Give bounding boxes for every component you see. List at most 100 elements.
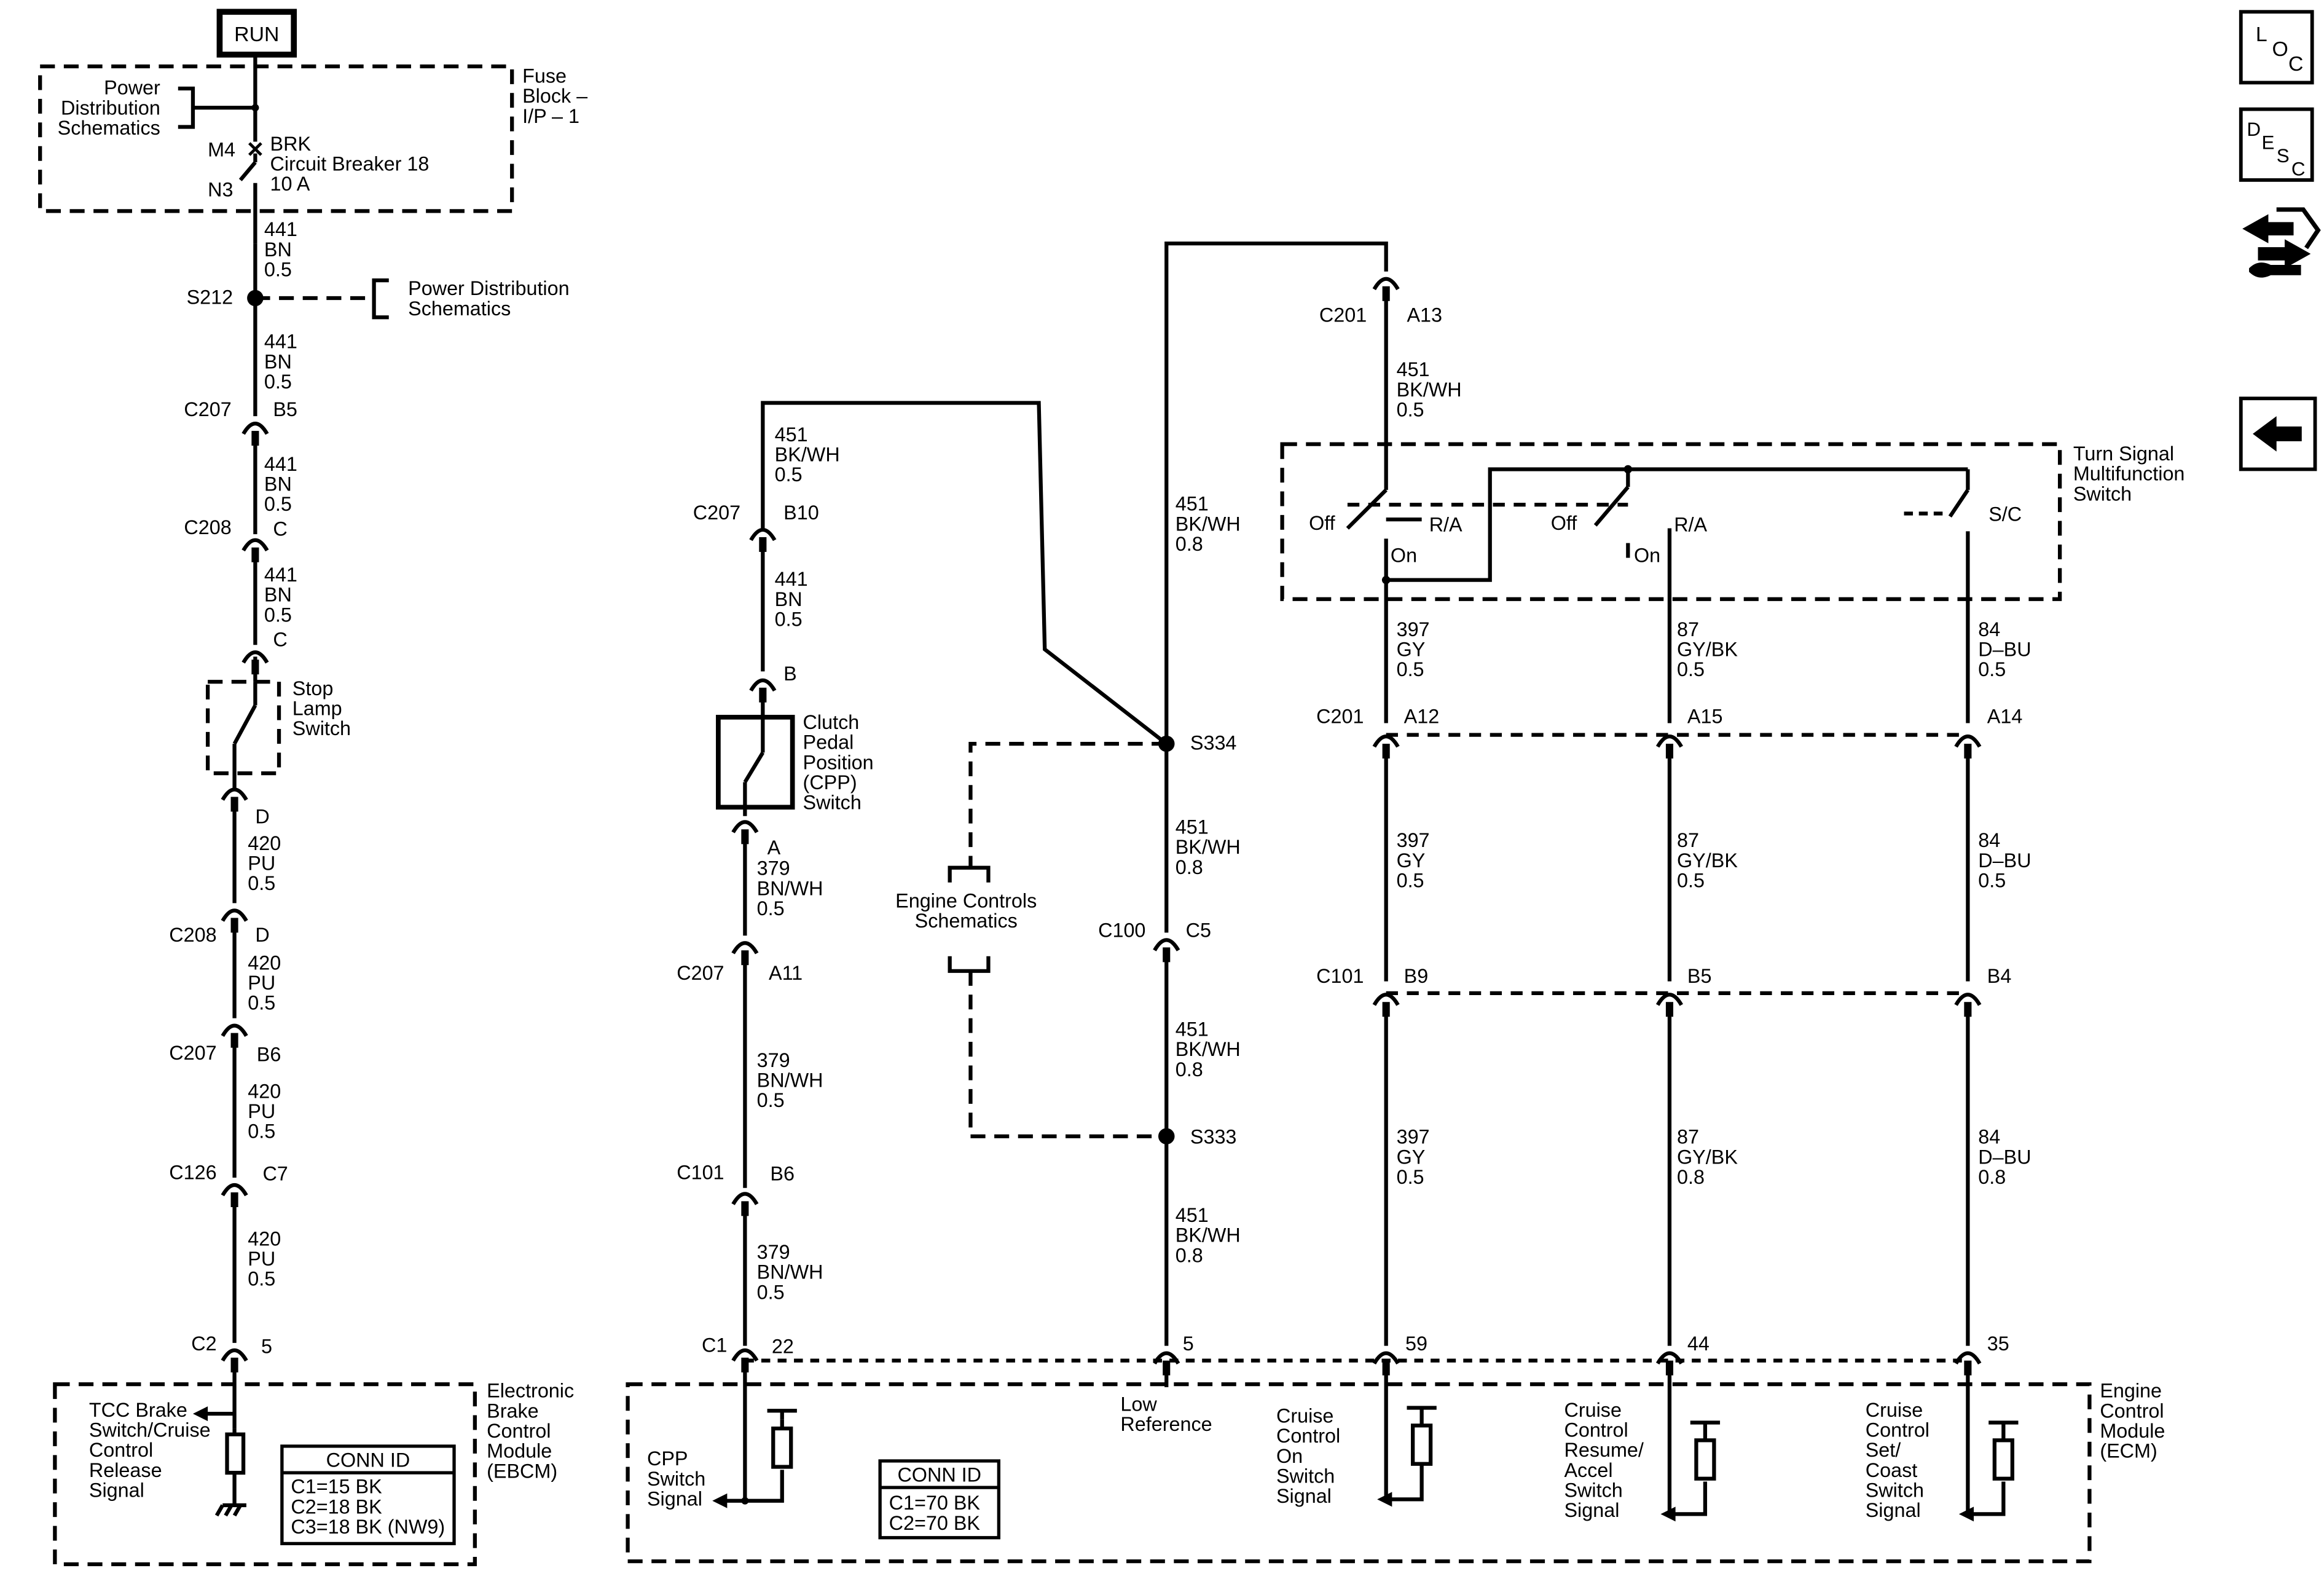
connector-label-c126: C126 <box>169 1161 216 1183</box>
connector-label-b5_2: B5 <box>1687 965 1712 987</box>
wire-label-w420d-line: 420 <box>248 1227 281 1250</box>
wire-label-w87c-line: 87 <box>1677 1126 1699 1148</box>
wire-label-w397b-line: 397 <box>1397 829 1430 851</box>
connector-label-d_1: D <box>255 806 269 828</box>
connector-label-c_2: C <box>273 629 287 651</box>
cruise-resume-signal-label-line: Resume/ <box>1564 1439 1643 1461</box>
cpp-switch-label-line: Pedal <box>803 731 854 754</box>
power-distribution-label-line: Distribution <box>61 96 160 119</box>
connector-label-b6_1: B6 <box>257 1043 281 1065</box>
wire-label-w441b-line: BN <box>264 350 292 372</box>
wire-label-w451m2-line: BK/WH <box>1176 836 1241 858</box>
ecm-conn-id-title: CONN ID <box>897 1464 981 1486</box>
turn-signal-switch-outline <box>1280 442 2062 601</box>
connector-label-a12: A12 <box>1404 706 1440 728</box>
wire-label-w451m2-line: 451 <box>1176 816 1209 838</box>
connector-label-c1: C1 <box>702 1334 727 1356</box>
connector-label-b10: B10 <box>783 502 819 524</box>
cpp-switch-label-line: Position <box>803 751 874 773</box>
connector-label-pin_b: B <box>783 663 797 685</box>
cruise-resume-signal-label-line: Cruise <box>1564 1399 1621 1421</box>
desc-button[interactable]: D E S C <box>2239 107 2314 182</box>
cruise-set-signal-label-line: Switch <box>1866 1479 1924 1502</box>
wire-label-w379c-line: 0.5 <box>757 1281 785 1303</box>
turn-signal-switch-label-line: Multifunction <box>2073 463 2185 485</box>
connector-label-p22: 22 <box>772 1336 794 1358</box>
connector-label-c7: C7 <box>262 1163 288 1185</box>
circuit-breaker-label-line: Circuit Breaker 18 <box>270 153 430 175</box>
stop-lamp-switch-label-line: Switch <box>292 717 351 739</box>
ebcm-label-line: Module <box>487 1440 552 1462</box>
connector-label-c101_2: C101 <box>1316 965 1364 987</box>
connector-pin <box>1163 947 1171 963</box>
connector-pin <box>759 537 767 552</box>
wire-label-w84b-line: 84 <box>1978 829 2000 851</box>
wire-label-w451m3-line: BK/WH <box>1176 1038 1241 1060</box>
connector-pin <box>1964 1360 1972 1376</box>
wire-label-w451m3-line: 451 <box>1176 1018 1209 1041</box>
ecm-outline <box>626 1382 2092 1564</box>
cruise-set-signal-label-line: Cruise <box>1866 1399 1923 1421</box>
connector-arc <box>1372 734 1400 748</box>
connector-label-c101_1: C101 <box>677 1161 724 1183</box>
connector-label-p5a: 5 <box>261 1336 272 1358</box>
wire-label-w420c-line: 420 <box>248 1080 281 1102</box>
wire-label-w420d-line: 0.5 <box>248 1268 275 1290</box>
connector-label-c201_1: C201 <box>1319 304 1367 326</box>
desc-s: S <box>2277 145 2290 167</box>
cruise-on-signal-label-line: On <box>1276 1445 1303 1467</box>
wire-label-w84c-line: D–BU <box>1978 1146 2031 1168</box>
wire-label-w441c-line: 441 <box>264 453 297 475</box>
wire-label-w451m1-line: BK/WH <box>1176 513 1241 535</box>
wire-label-w451m1-line: 0.8 <box>1176 533 1203 555</box>
connector-arc <box>1655 1351 1683 1365</box>
connector-label-d_2: D <box>255 924 269 946</box>
ebcm-conn-id-title: CONN ID <box>326 1449 410 1471</box>
wire-label-w420a-line: 0.5 <box>248 872 275 894</box>
wire-label-w441c-line: BN <box>264 473 292 495</box>
wire-label-w87a-line: 0.5 <box>1677 658 1705 680</box>
wire-label-w397c-line: 0.5 <box>1397 1166 1424 1188</box>
wire-label-w397c-line: GY <box>1397 1146 1426 1168</box>
connector-arc <box>221 908 248 922</box>
low-reference-label-line: Low <box>1120 1393 1157 1415</box>
stop-lamp-switch-label-line: Stop <box>292 677 334 699</box>
wire-label-w420c-line: 0.5 <box>248 1120 275 1143</box>
wire-label-w441d-line: 0.5 <box>264 604 292 626</box>
connector-arc <box>749 678 777 692</box>
cruise-on-signal-label-line: Cruise <box>1276 1405 1333 1427</box>
connector-arc <box>1954 993 1982 1006</box>
connector-pin <box>230 918 238 933</box>
wire-label-w379a-line: 379 <box>757 857 790 880</box>
wire-label-w379b-line: BN/WH <box>757 1069 823 1092</box>
wiring-tool-icon[interactable] <box>2242 207 2321 278</box>
loc-o: O <box>2272 37 2288 61</box>
loc-button[interactable]: L O C <box>2239 10 2314 85</box>
circuit-breaker-label-line: 10 A <box>270 173 310 195</box>
ecm-label-line: Engine <box>2100 1380 2162 1402</box>
ebcm-conn-id-list-line: C1=15 BK <box>291 1476 382 1498</box>
connector-label-b6_2: B6 <box>770 1163 795 1185</box>
cruise-on-signal-label-line: Control <box>1276 1425 1340 1447</box>
back-arrow-icon[interactable] <box>2239 396 2317 471</box>
wire-label-w441a-line: 0.5 <box>264 259 292 281</box>
connector-label-a11: A11 <box>769 962 803 984</box>
splice-s212 <box>247 289 264 307</box>
desc-c: C <box>2291 159 2306 180</box>
wire-label-w451m4-line: 0.8 <box>1176 1244 1203 1266</box>
wire-label-w84b-line: D–BU <box>1978 849 2031 872</box>
